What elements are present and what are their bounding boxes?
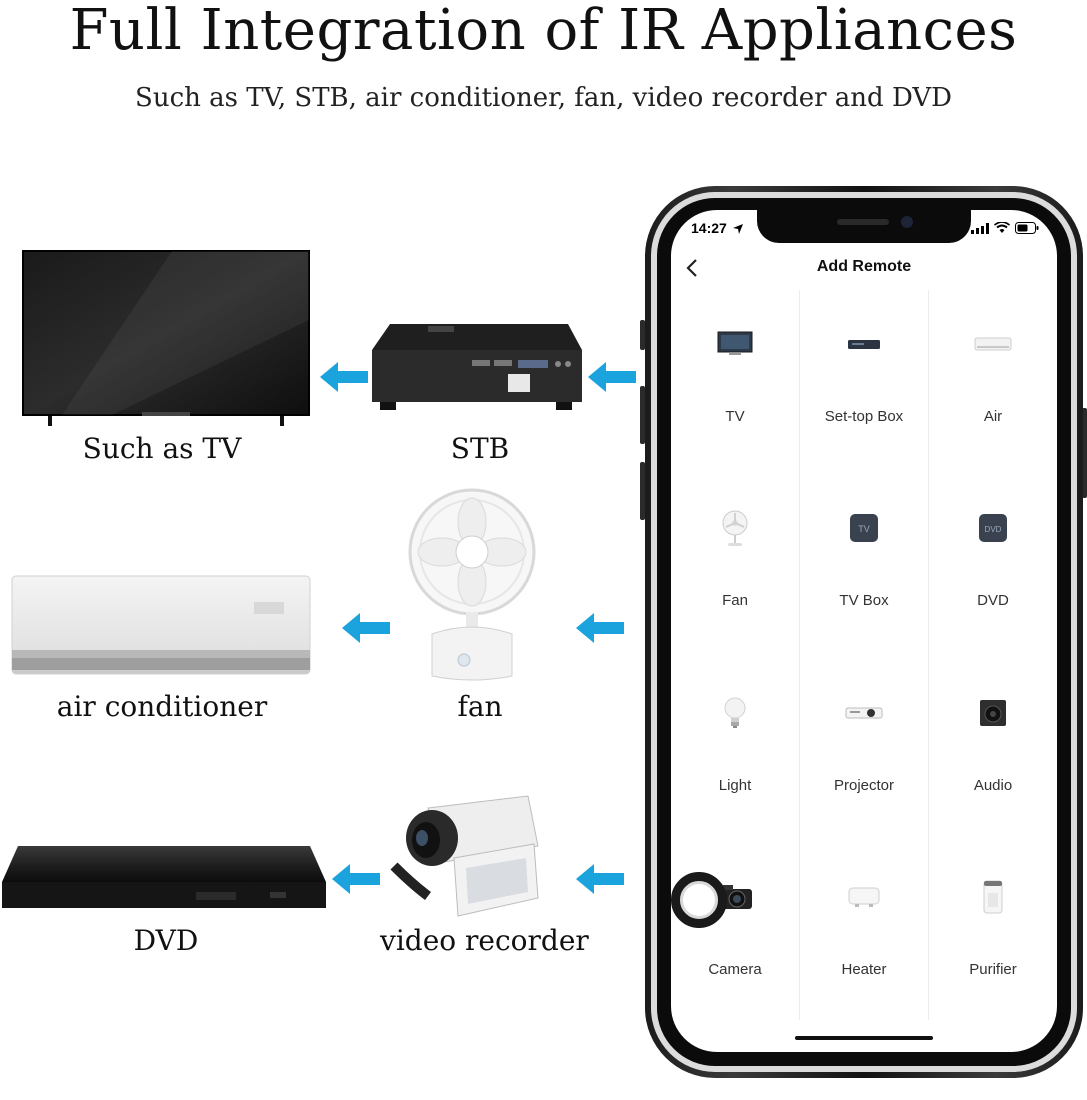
phone-notch (757, 210, 971, 243)
fan-caption: fan (457, 690, 503, 723)
remote-item-label: TV Box (839, 592, 889, 609)
remote-item-label: Fan (722, 592, 748, 609)
status-icons (971, 222, 1039, 234)
remote-item-label: DVD (977, 592, 1009, 609)
tv-box-icon: TV (844, 508, 884, 548)
wifi-icon (994, 222, 1010, 233)
remote-item-label: Projector (833, 777, 895, 794)
phone-mute-switch (640, 320, 645, 350)
remote-item-audio[interactable]: Audio (929, 659, 1057, 843)
speaker-icon (973, 693, 1013, 733)
page-subtitle: Such as TV, STB, air conditioner, fan, v… (135, 83, 952, 113)
remote-item-light[interactable]: Light (671, 659, 799, 843)
tv-image (22, 250, 310, 426)
remote-item-label: Purifier (969, 961, 1017, 978)
remote-item-fan[interactable]: Fan (671, 474, 799, 658)
cellular-signal-icon (971, 222, 989, 234)
arrow-left-icon (588, 362, 636, 392)
remote-item-label: TV (725, 408, 745, 425)
video-recorder-image (390, 795, 539, 917)
grid-divider (799, 290, 800, 1020)
stb-caption: STB (450, 432, 510, 465)
arrow-left-icon (576, 613, 624, 643)
front-camera-icon (901, 216, 913, 228)
tv-caption: Such as TV (82, 432, 242, 465)
remote-item-air[interactable]: Air (929, 290, 1057, 474)
tv-box-badge: TV (858, 524, 870, 534)
phone-volume-up-button (640, 386, 645, 444)
air-conditioner-icon (973, 324, 1013, 364)
fan-image (408, 488, 536, 681)
remote-item-purifier[interactable]: Purifier (929, 843, 1057, 1027)
remote-item-label: Heater (841, 961, 887, 978)
remote-item-label: Air (983, 408, 1003, 425)
remote-item-camera[interactable]: Camera (671, 843, 799, 1027)
grid-divider (928, 290, 929, 1020)
set-top-box-icon (844, 324, 884, 364)
purifier-icon (973, 877, 1013, 917)
earpiece-speaker (837, 219, 889, 225)
remote-item-label: Light (718, 777, 752, 794)
projector-icon (844, 693, 884, 733)
remote-item-label: Camera (708, 961, 762, 978)
remote-item-tv-box[interactable]: TV TV Box (800, 474, 928, 658)
tv-icon (715, 324, 755, 364)
video-recorder-caption: video recorder (380, 924, 589, 957)
screen-title: Add Remote (816, 258, 912, 275)
arrow-left-icon (332, 864, 380, 894)
arrow-left-icon (576, 864, 624, 894)
back-chevron-icon[interactable] (681, 256, 705, 280)
remote-grid: TV Set-top Box Air Fan TV TV Box (671, 290, 1057, 1030)
home-indicator[interactable] (795, 1036, 933, 1040)
location-arrow-icon (732, 224, 743, 234)
dvd-caption: DVD (133, 924, 199, 957)
heater-icon (844, 877, 884, 917)
remote-item-set-top-box[interactable]: Set-top Box (800, 290, 928, 474)
fan-icon (715, 508, 755, 548)
status-time: 14:27 (691, 220, 743, 236)
phone-screen: 14:27 Add Remote TV (671, 210, 1057, 1052)
remote-item-dvd[interactable]: DVD DVD (929, 474, 1057, 658)
light-bulb-icon (715, 693, 755, 733)
arrow-left-icon (342, 613, 390, 643)
remote-item-heater[interactable]: Heater (800, 843, 928, 1027)
phone-volume-down-button (640, 462, 645, 520)
page-title: Full Integration of IR Appliances (69, 0, 1018, 63)
dvd-badge: DVD (985, 525, 1002, 534)
remote-item-label: Set-top Box (824, 408, 904, 425)
stb-image (372, 324, 582, 410)
phone-power-button (1082, 408, 1087, 498)
remote-item-label: Audio (973, 777, 1013, 794)
ac-caption: air conditioner (56, 690, 268, 723)
remote-item-projector[interactable]: Projector (800, 659, 928, 843)
arrow-left-icon (320, 362, 368, 392)
ac-image (11, 575, 311, 675)
dvd-image (2, 846, 326, 908)
dvd-icon: DVD (973, 508, 1013, 548)
assistive-touch-button[interactable] (671, 872, 727, 928)
battery-icon (1015, 222, 1039, 234)
remote-item-tv[interactable]: TV (671, 290, 799, 474)
